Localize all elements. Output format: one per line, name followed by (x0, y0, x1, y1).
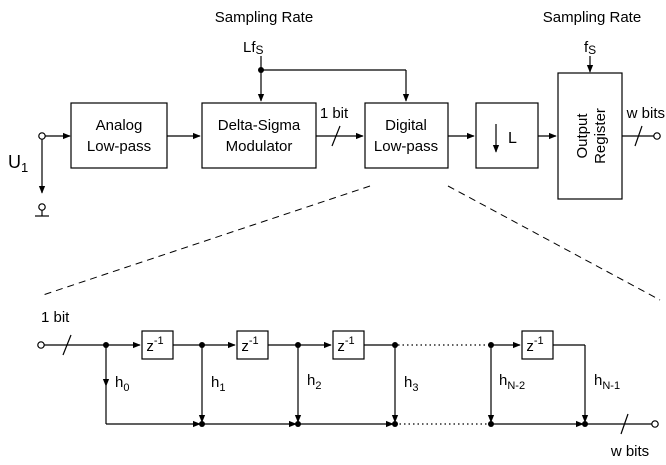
digital-lowpass-label-1: Digital (385, 117, 427, 134)
bus-slash-wbits-bottom (620, 413, 629, 435)
sum-node (488, 421, 494, 427)
sampling-rate-right-label: Sampling Rate (543, 9, 641, 26)
output-register-label-1: Output (574, 113, 591, 159)
zoom-line-right (447, 185, 661, 301)
delay-block: z-1 (141, 330, 174, 360)
bus-slash-1bit (331, 125, 341, 147)
delta-sigma-block (201, 102, 317, 169)
coeff-label: hN-2 (499, 372, 525, 392)
w-bits-top-label: w bits (626, 105, 665, 122)
svg-text:z-1: z-1 (526, 335, 543, 355)
analog-lowpass-label-2: Low-pass (87, 138, 151, 155)
one-bit-bottom-label: 1 bit (41, 309, 70, 326)
u1-label: U1 (8, 152, 28, 175)
ground-terminal (38, 203, 46, 211)
sampling-rate-left-label: Sampling Rate (215, 9, 313, 26)
digital-lowpass-label-2: Low-pass (374, 138, 438, 155)
digital-lowpass-block (364, 102, 449, 169)
bus-slash-wbits-top (634, 125, 643, 147)
w-bits-bottom-label: w bits (610, 443, 649, 460)
delay-block: z-1 (236, 330, 269, 360)
sum-node (295, 421, 301, 427)
svg-text:z-1: z-1 (146, 335, 163, 355)
decimator-label: L (508, 130, 517, 147)
delay-block: z-1 (332, 330, 365, 360)
sum-node (392, 421, 398, 427)
analog-lowpass-label-1: Analog (96, 117, 143, 134)
lfs-label: LfS (243, 39, 264, 57)
bus-slash-fir-input (62, 334, 72, 356)
decimator-block (475, 102, 539, 169)
delta-sigma-label-1: Delta-Sigma (218, 117, 301, 134)
delay-block: z-1 (521, 330, 554, 360)
coeff-label: h1 (211, 374, 225, 394)
output-terminal-top (653, 132, 661, 140)
svg-text:z-1: z-1 (337, 335, 354, 355)
fir-output-terminal (651, 420, 659, 428)
svg-text:z-1: z-1 (241, 335, 258, 355)
analog-lowpass-block (70, 102, 168, 169)
coeff-label: h0 (115, 374, 129, 394)
one-bit-top-label: 1 bit (320, 105, 349, 122)
coeff-label: h3 (404, 374, 418, 394)
sum-node (199, 421, 205, 427)
input-terminal (38, 132, 46, 140)
fs-label: fS (584, 39, 596, 57)
coeff-label: hN-1 (594, 372, 620, 392)
delta-sigma-label-2: Modulator (226, 138, 293, 155)
output-register-label-2: Register (592, 108, 609, 164)
fir-input-terminal (37, 341, 45, 349)
sum-node (582, 421, 588, 427)
zoom-line-left (39, 185, 371, 297)
coeff-label: h2 (307, 372, 321, 392)
